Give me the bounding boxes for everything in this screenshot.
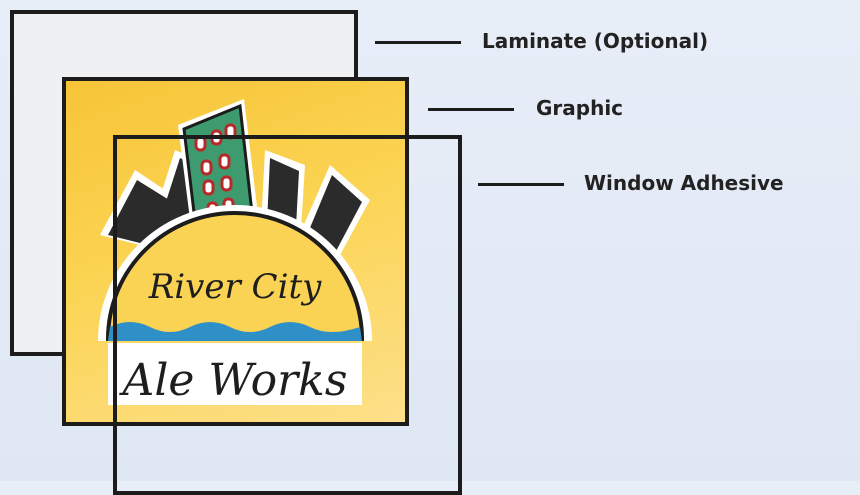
adhesive-label: Window Adhesive [584, 171, 784, 195]
sun-dome [98, 205, 372, 341]
graphic-label: Graphic [536, 96, 624, 120]
logo-line1: River City [148, 267, 322, 307]
laminate-label: Laminate (Optional) [482, 29, 709, 53]
laminate-leader-line [375, 41, 461, 44]
logo-line2: Ale Works [119, 355, 348, 406]
logo-banner [108, 343, 362, 405]
window-adhesive-layer [113, 135, 462, 495]
graphic-leader-line [428, 108, 514, 111]
adhesive-leader-line [478, 183, 564, 186]
